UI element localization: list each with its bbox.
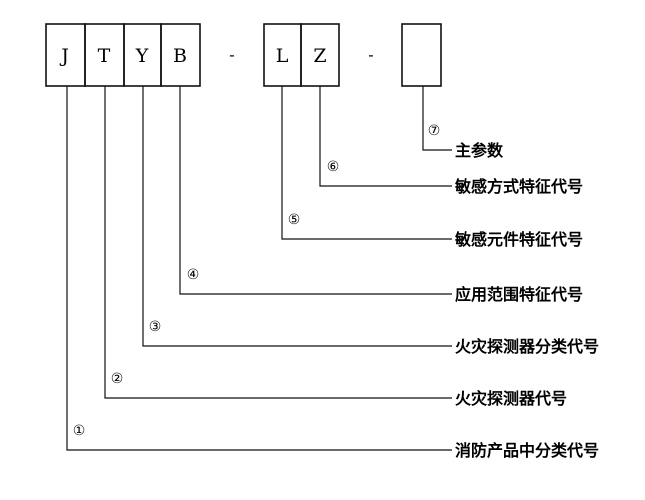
marker-5: ⑤ bbox=[288, 212, 301, 228]
separator-dash-1: - bbox=[229, 45, 234, 64]
marker-4: ④ bbox=[187, 267, 200, 283]
code-letter-2: T bbox=[98, 45, 111, 67]
separator-dash-2: - bbox=[368, 45, 373, 64]
marker-7: ⑦ bbox=[428, 123, 441, 139]
marker-2: ② bbox=[111, 371, 124, 387]
leader-line-7 bbox=[422, 86, 452, 151]
label-fire-product-classification-code: 消防产品中分类代号 bbox=[455, 441, 599, 460]
label-sensing-method-code: 敏感方式特征代号 bbox=[454, 177, 583, 196]
label-application-range-code: 应用范围特征代号 bbox=[455, 285, 583, 304]
leader-line-3 bbox=[142, 86, 452, 347]
marker-1: ① bbox=[73, 423, 86, 439]
code-letter-4: B bbox=[173, 45, 187, 67]
leader-line-4 bbox=[179, 86, 452, 295]
leader-line-1 bbox=[66, 86, 452, 451]
label-main-parameter: 主参数 bbox=[455, 141, 504, 160]
code-letter-5: L bbox=[276, 45, 289, 67]
code-letter-1: J bbox=[59, 45, 69, 67]
marker-3: ③ bbox=[149, 319, 162, 335]
leader-line-2 bbox=[104, 86, 452, 399]
label-detector-classification-code: 火灾探测器分类代号 bbox=[455, 337, 599, 356]
code-letter-6: Z bbox=[313, 45, 326, 67]
leader-line-5 bbox=[281, 86, 452, 240]
code-box-7-empty bbox=[401, 23, 442, 87]
code-letter-3: Y bbox=[135, 45, 149, 67]
label-sensing-element-code: 敏感元件特征代号 bbox=[454, 230, 583, 249]
label-fire-detector-code: 火灾探测器代号 bbox=[455, 389, 567, 408]
leader-line-6 bbox=[319, 86, 452, 187]
marker-6: ⑥ bbox=[327, 159, 340, 175]
